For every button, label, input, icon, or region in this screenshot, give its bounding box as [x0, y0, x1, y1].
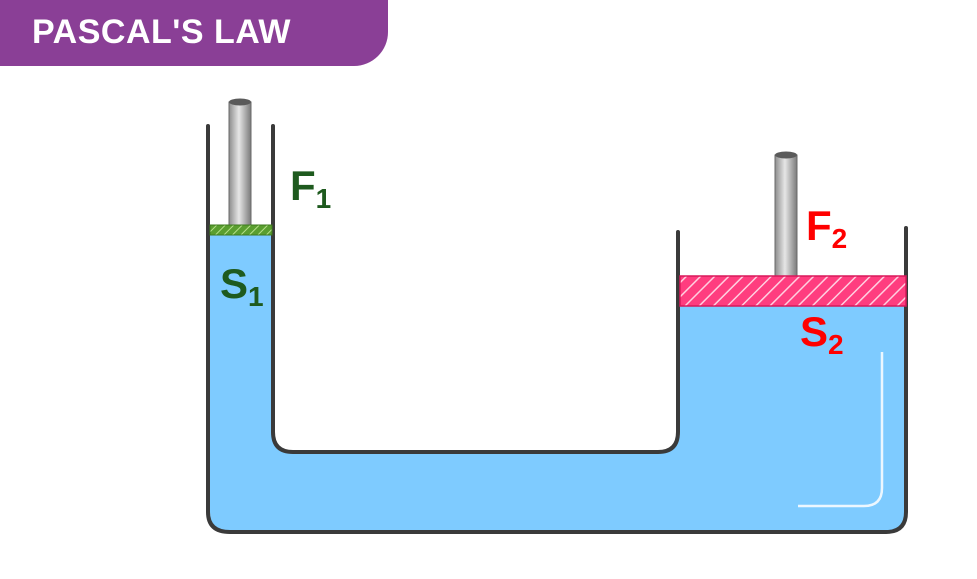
vessel-inner-wall — [271, 124, 680, 454]
label-s2: S2 — [800, 308, 844, 360]
large-piston-rod — [774, 154, 798, 278]
large-piston-rod-cap — [775, 151, 797, 159]
title-banner: PASCAL'S LAW — [0, 0, 388, 66]
label-f1: F1 — [290, 162, 331, 214]
small-piston-rod — [228, 101, 252, 227]
fluid-body — [210, 234, 906, 532]
glass-highlight — [798, 352, 884, 508]
label-s1: S1 — [220, 260, 264, 312]
label-f2: F2 — [806, 202, 847, 254]
page-title: PASCAL'S LAW — [32, 13, 292, 51]
small-piston-rod-cap — [229, 98, 251, 106]
vessel-outer-wall — [206, 124, 908, 534]
small-piston — [209, 224, 273, 236]
large-piston — [679, 275, 907, 307]
